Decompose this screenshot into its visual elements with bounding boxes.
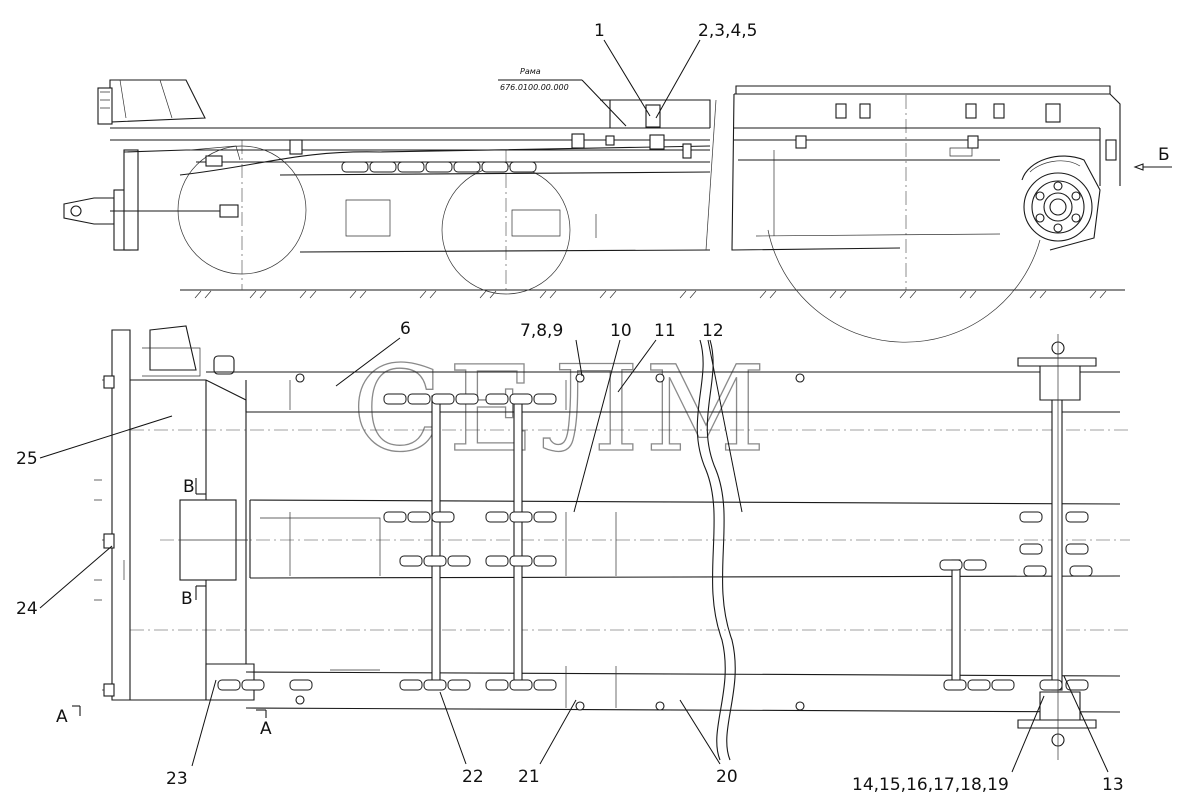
callout-22: 22 [462,767,484,787]
side-chain [341,161,537,173]
plan-bolts [295,373,805,711]
callout-13: 13 [1102,775,1124,795]
callout-2-5: 2,3,4,5 [698,21,757,41]
hitch-assembly [63,149,239,251]
chain-row-top [383,393,557,405]
callout-11: 11 [654,321,676,341]
plan-chains [217,393,1093,691]
plan-view: В В А А [56,325,1130,761]
chain-row-mid-lower [399,555,987,571]
callouts: 1 2,3,4,5 6 7,8,9 10 11 12 13 14,15,16,1… [16,21,1124,795]
callout-23: 23 [166,769,188,789]
frame-rear-section [731,85,1121,251]
view-arrow-b-label: Б [1158,145,1170,165]
view-arrow-b: Б [1133,145,1172,171]
callout-6: 6 [400,319,411,339]
frame-label-name: Рама [520,67,541,76]
ground-hatching [194,290,1107,299]
side-view: Б Рама 676.0100.00.000 [63,67,1172,343]
plan-beams [206,339,1121,761]
callout-1: 1 [594,21,605,41]
section-a-right-label: А [260,719,272,739]
callout-24: 24 [16,599,38,619]
rear-wheel-arc [767,229,1041,343]
chain-row-mid-upper [383,511,557,523]
callout-20: 20 [716,767,738,787]
watermark: СЕЛМ [352,340,772,478]
frame-front-section [110,99,717,253]
front-bin [94,325,255,701]
callout-12: 12 [702,321,724,341]
section-v-top-label: В [183,477,195,497]
section-a-left-label: А [56,707,68,727]
callout-10: 10 [610,321,632,341]
rear-hubs [1017,334,1097,760]
callout-21: 21 [518,767,540,787]
front-hopper [97,79,206,125]
frame-label: Рама 676.0100.00.000 [498,67,627,127]
callout-25: 25 [16,449,38,469]
section-markers: В В А А [56,477,272,739]
callout-14-19: 14,15,16,17,18,19 [852,775,1009,795]
rear-sprocket [1021,155,1101,251]
callout-7-9: 7,8,9 [520,321,563,341]
frame-label-code: 676.0100.00.000 [500,83,569,92]
chain-row-bottom [217,679,1089,691]
chain-row-right [1019,511,1093,577]
section-v-bottom-label: В [181,589,193,609]
